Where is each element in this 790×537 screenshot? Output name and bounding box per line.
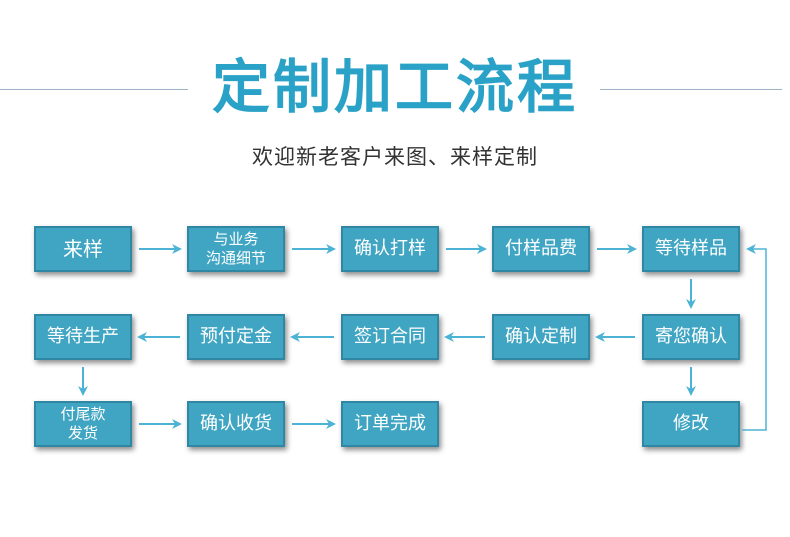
step-sign-contract: 签订合同 [341,314,439,360]
title-rule-right [600,89,782,90]
step-deposit: 预付定金 [187,314,285,360]
step-confirm-custom: 确认定制 [492,314,590,360]
step-order-complete: 订单完成 [341,401,439,447]
title-rule-left [0,89,188,90]
step-confirm-receipt: 确认收货 [187,401,285,447]
step-send-confirm: 寄您确认 [642,314,740,360]
step-wait-sample: 等待样品 [642,226,740,272]
step-sample-fee: 付样品费 [492,226,590,272]
step-production: 等待生产 [34,314,132,360]
step-communicate: 与业务 沟通细节 [187,226,285,272]
step-sample: 来样 [34,226,132,272]
page-title: 定制加工流程 [211,53,578,121]
page-subtitle: 欢迎新老客户来图、来样定制 [252,145,538,169]
arrow-modify-loop [742,244,767,431]
step-confirm-sample: 确认打样 [341,226,439,272]
step-final-payment: 付尾款 发货 [34,401,132,447]
step-modify: 修改 [642,401,740,447]
